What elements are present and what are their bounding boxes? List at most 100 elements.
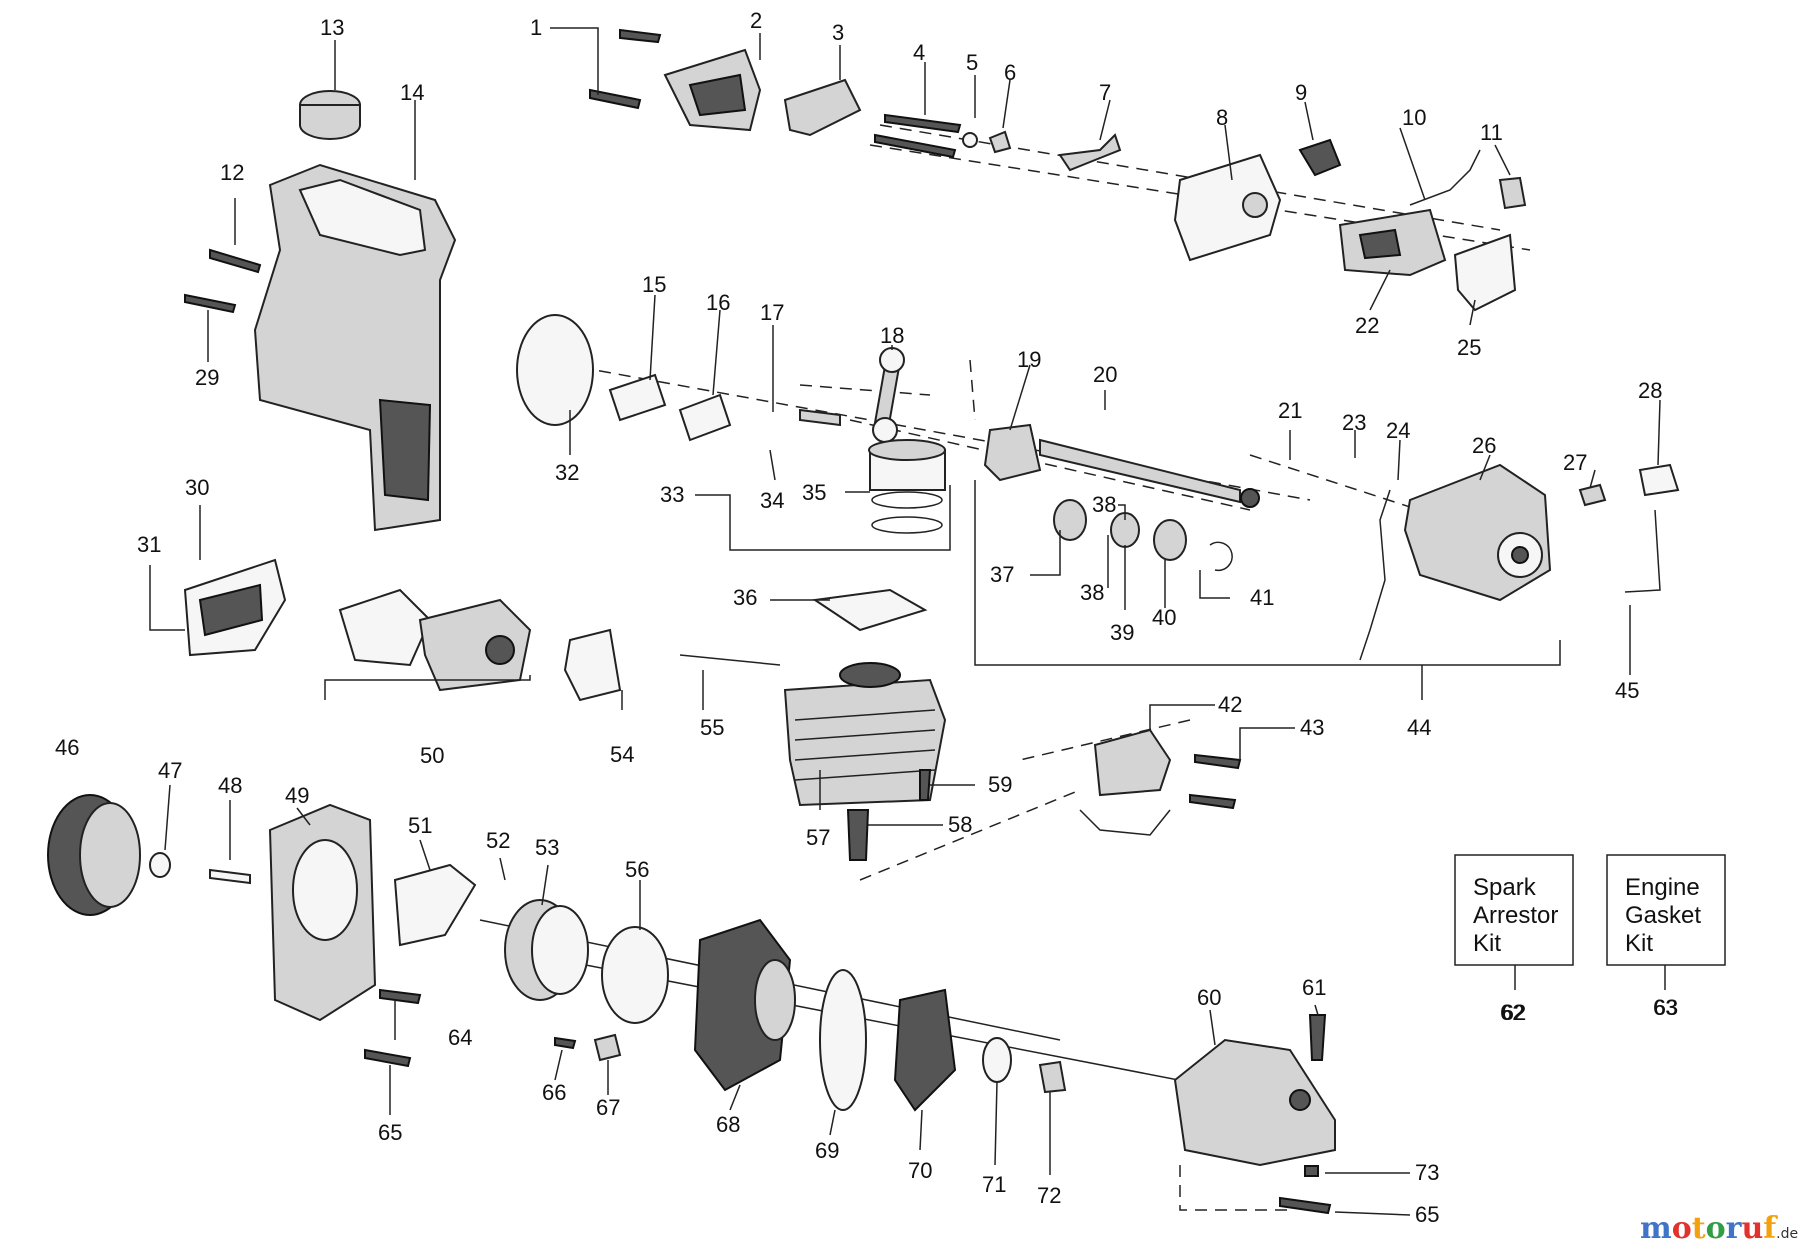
part-fan-clutch bbox=[693, 918, 1067, 1112]
part-spark-arrestor bbox=[183, 558, 287, 657]
part-ignition-coil bbox=[1079, 728, 1242, 836]
callout-number: 58 bbox=[948, 812, 972, 837]
callout-number: 28 bbox=[1638, 378, 1662, 403]
callout-number: 51 bbox=[408, 813, 432, 838]
part-key-tool bbox=[1578, 463, 1680, 593]
part-crankshaft bbox=[983, 423, 1260, 508]
callout-number: 24 bbox=[1386, 418, 1410, 443]
callout-number: 54 bbox=[610, 742, 634, 767]
kit-number: 62 bbox=[1502, 1000, 1526, 1025]
callout-number: 71 bbox=[982, 1172, 1006, 1197]
callout-number: 61 bbox=[1302, 975, 1326, 1000]
part-bolts-top bbox=[874, 113, 1122, 172]
part-muffler bbox=[338, 588, 781, 702]
callout-numbers: 1 2 3 4 5 6 7 8 9 10 11 12 13 14 15 16 1… bbox=[55, 8, 1677, 1227]
callout-number: 64 bbox=[448, 1025, 472, 1050]
callout-number: 40 bbox=[1152, 605, 1176, 630]
callout-number: 3 bbox=[832, 20, 844, 45]
callout-number: 13 bbox=[320, 15, 344, 40]
part-carburetor bbox=[1338, 208, 1517, 312]
kit-box-engine-gasket: Engine Gasket Kit 63 bbox=[1606, 854, 1726, 1020]
kit-label-line: Kit bbox=[1625, 930, 1653, 957]
callout-number: 4 bbox=[913, 40, 925, 65]
callout-number: 49 bbox=[285, 783, 309, 808]
callout-number: 53 bbox=[535, 835, 559, 860]
callout-number: 33 bbox=[660, 482, 684, 507]
part-fuel-tank bbox=[253, 90, 457, 532]
callout-number: 21 bbox=[1278, 398, 1302, 423]
logo-wordmark: motoruf.de bbox=[1640, 1211, 1798, 1246]
part-crankcase bbox=[1359, 463, 1552, 661]
callout-number: 45 bbox=[1615, 678, 1639, 703]
part-tank-bolts bbox=[184, 248, 262, 314]
callout-number: 6 bbox=[1004, 60, 1016, 85]
callout-number: 46 bbox=[55, 735, 79, 760]
callout-number: 31 bbox=[137, 532, 161, 557]
part-fan-housing bbox=[268, 803, 477, 1022]
callout-number: 55 bbox=[700, 715, 724, 740]
callout-number: 47 bbox=[158, 758, 182, 783]
callout-number: 70 bbox=[908, 1158, 932, 1183]
callout-number: 5 bbox=[966, 50, 978, 75]
callout-number: 16 bbox=[706, 290, 730, 315]
callout-number: 25 bbox=[1457, 335, 1481, 360]
callout-number: 65 bbox=[378, 1120, 402, 1145]
callout-number: 60 bbox=[1197, 985, 1221, 1010]
callout-number: 22 bbox=[1355, 313, 1379, 338]
callout-number: 27 bbox=[1563, 450, 1587, 475]
callout-number: 72 bbox=[1037, 1183, 1061, 1208]
callout-number: 42 bbox=[1218, 692, 1242, 717]
callout-number: 38 bbox=[1092, 492, 1116, 517]
part-clutch-housing bbox=[1173, 1014, 1336, 1215]
callout-number: 32 bbox=[555, 460, 579, 485]
callout-number: 8 bbox=[1216, 105, 1228, 130]
kit-label-line: Gasket bbox=[1625, 902, 1701, 929]
callout-number: 18 bbox=[880, 323, 904, 348]
part-bearings bbox=[1053, 499, 1233, 572]
callout-number: 63 bbox=[1653, 995, 1677, 1020]
part-filter-ring bbox=[516, 314, 732, 442]
callout-number: 36 bbox=[733, 585, 757, 610]
callout-number: 7 bbox=[1099, 80, 1111, 105]
motoruf-logo: motoruf.de bbox=[1640, 1211, 1798, 1246]
leader-lines bbox=[149, 27, 1666, 1216]
callout-number: 67 bbox=[596, 1095, 620, 1120]
callout-number: 34 bbox=[760, 488, 784, 513]
callout-number: 10 bbox=[1402, 105, 1426, 130]
callout-number: 29 bbox=[195, 365, 219, 390]
callout-number: 15 bbox=[642, 272, 666, 297]
part-flywheel bbox=[47, 794, 251, 916]
callout-number: 57 bbox=[806, 825, 830, 850]
part-cylinder bbox=[783, 588, 947, 807]
callout-number: 9 bbox=[1295, 80, 1307, 105]
callout-number: 19 bbox=[1017, 347, 1041, 372]
kit-box-spark-arrestor: Spark Arrestor Kit 62 bbox=[1454, 854, 1574, 1025]
callout-number: 44 bbox=[1407, 715, 1431, 740]
part-piston-rod bbox=[799, 347, 946, 534]
callout-number: 56 bbox=[625, 857, 649, 882]
kit-label-line: Engine bbox=[1625, 874, 1700, 901]
callout-number: 43 bbox=[1300, 715, 1324, 740]
callout-number: 38 bbox=[1080, 580, 1104, 605]
part-gasket-carb bbox=[1173, 138, 1527, 262]
kit-label-line: Arrestor bbox=[1473, 902, 1558, 929]
callout-number: 59 bbox=[988, 772, 1012, 797]
callout-number: 50 bbox=[420, 743, 444, 768]
callout-number: 30 bbox=[185, 475, 209, 500]
callout-number: 37 bbox=[990, 562, 1014, 587]
callout-number: 73 bbox=[1415, 1160, 1439, 1185]
callout-number: 35 bbox=[802, 480, 826, 505]
callout-number: 11 bbox=[1480, 120, 1503, 145]
callout-number: 41 bbox=[1250, 585, 1274, 610]
kit-label-line: Kit bbox=[1473, 930, 1501, 957]
callout-number: 1 bbox=[530, 15, 542, 40]
callout-number: 17 bbox=[760, 300, 784, 325]
callout-number: 52 bbox=[486, 828, 510, 853]
callout-number: 23 bbox=[1342, 410, 1366, 435]
callout-number: 26 bbox=[1472, 433, 1496, 458]
callout-number: 2 bbox=[750, 8, 762, 33]
part-top-cover bbox=[589, 28, 862, 137]
callout-number: 62 bbox=[1500, 1000, 1524, 1025]
part-spark-plug bbox=[846, 769, 932, 861]
